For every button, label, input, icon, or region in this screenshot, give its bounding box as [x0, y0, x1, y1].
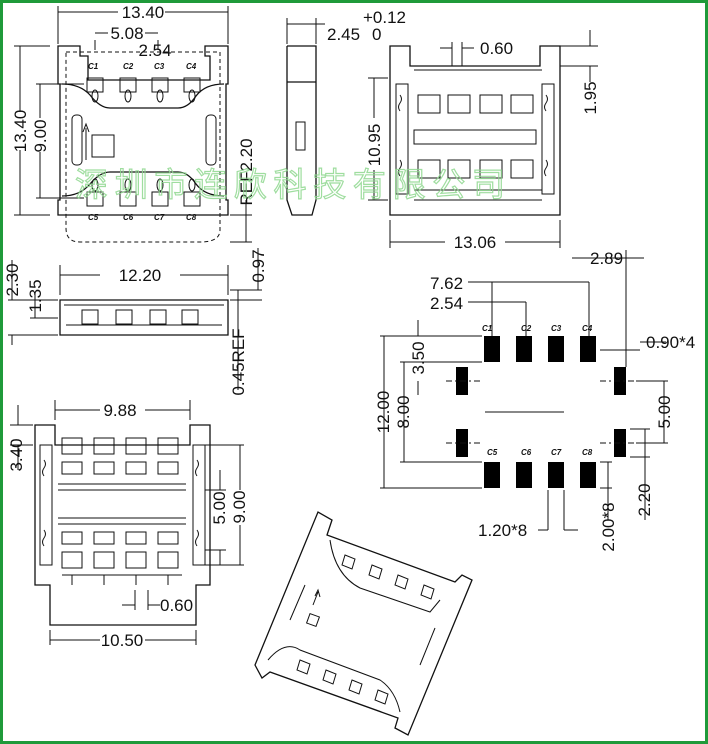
contact-label: C3 [154, 62, 165, 71]
pad-c2 [516, 336, 532, 362]
dim-pad-length: 2.00*8 [599, 502, 618, 551]
contact-label: C7 [154, 213, 165, 222]
isometric-view [254, 511, 473, 736]
dim-pitch: 0.60 [160, 596, 193, 615]
dim-height: 10.95 [365, 124, 384, 167]
dim-7-62: 7.62 [430, 274, 463, 293]
front-view: 12.20 2.30 1.35 0.97 0.45REF [3, 248, 268, 396]
contact-label: C6 [521, 448, 532, 457]
dim-tol-plus: +0.12 [363, 8, 406, 27]
dim-ref: REF2.20 [237, 138, 256, 205]
dim-inner: 9.00 [31, 119, 50, 152]
pad-c3 [548, 336, 564, 362]
dim-ref: 0.45REF [229, 328, 248, 395]
dim-width: 13.40 [122, 3, 165, 22]
dim-tol-minus: 0 [372, 25, 381, 44]
contact-label: C4 [186, 62, 197, 71]
dim-offset: 1.95 [581, 81, 600, 114]
dim-height: 13.40 [11, 110, 30, 153]
dim-3-50: 3.50 [409, 341, 428, 374]
dim-thickness: 2.45 [327, 25, 360, 44]
contact-label: C6 [123, 213, 134, 222]
dim-h1: 3.40 [7, 438, 26, 471]
pad-c8 [580, 462, 596, 488]
contact-label: C1 [88, 62, 99, 71]
dim-pitch: 0.60 [480, 39, 513, 58]
dim-pitch-5-08: 5.08 [110, 24, 143, 43]
bottom-view: 0.60 1.95 10.95 13.06 [365, 30, 600, 252]
dim-2-54: 2.54 [430, 294, 463, 313]
contact-label: C2 [123, 62, 134, 71]
contact-label: C1 [482, 324, 493, 333]
pad-c4 [580, 336, 596, 362]
dim-8-00: 8.00 [394, 395, 413, 428]
dim-2-89: 2.89 [590, 249, 623, 268]
contact-label: C5 [88, 213, 99, 222]
pad-c6 [516, 462, 532, 488]
pcb-footprint: C1 C2 C3 C4 C5 C6 C7 C8 7.62 2.54 2.89 0… [374, 249, 695, 552]
dim-h2: 1.35 [26, 279, 45, 312]
contact-label: C8 [186, 213, 197, 222]
dim-width: 13.06 [454, 233, 497, 252]
contact-label: C4 [582, 324, 593, 333]
dim-h2: 5.00 [210, 491, 229, 524]
underside-view: 9.88 3.40 5.00 9.00 0.60 10.50 [7, 400, 249, 650]
dim-pitch-2-54: 2.54 [138, 41, 171, 60]
dim-width: 12.20 [119, 266, 162, 285]
dim-2-20: 2.20 [635, 483, 654, 516]
side-view: 2.45 +0.12 0 [286, 8, 406, 216]
dim-h1: 2.30 [3, 263, 22, 296]
contact-label: C3 [551, 324, 562, 333]
dim-base: 10.50 [101, 631, 144, 650]
dim-width: 9.88 [103, 401, 136, 420]
contact-label: C5 [487, 448, 498, 457]
contact-label: C7 [551, 448, 562, 457]
dim-12-00: 12.00 [374, 391, 393, 434]
top-view: C1 C2 C3 C4 C5 C6 C7 C8 13.40 5.08 2.54 … [11, 3, 256, 243]
dim-pad-width: 0.90*4 [646, 333, 695, 352]
watermark: 深圳市连欣科技有限公司 [75, 165, 505, 204]
dim-pad-width-8: 1.20*8 [478, 521, 527, 540]
dim-h3: 0.97 [249, 249, 268, 282]
pad-c7 [548, 462, 564, 488]
pad-c5 [484, 462, 500, 488]
dim-5-00: 5.00 [655, 395, 674, 428]
pad-c1 [484, 336, 500, 362]
contact-label: C8 [582, 448, 593, 457]
dim-h3: 9.00 [230, 490, 249, 523]
